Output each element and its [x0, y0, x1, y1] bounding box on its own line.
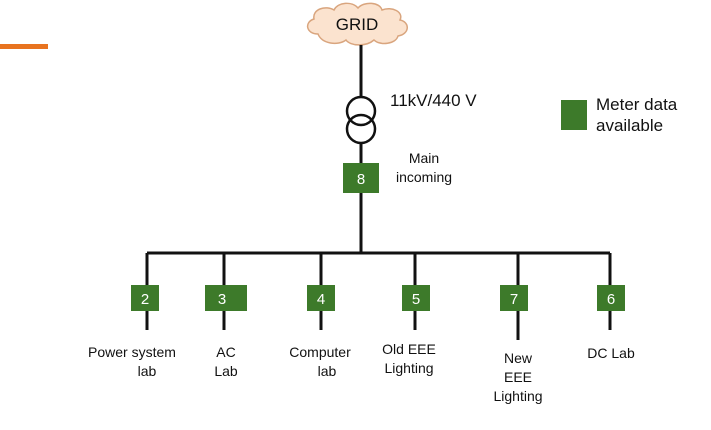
branch-label-line1: New — [504, 350, 533, 366]
branch-meter-box — [205, 285, 247, 311]
branch-2: 2 Power system lab — [88, 253, 176, 379]
main-meter-label-line2: incoming — [396, 169, 452, 185]
branch-label-line2: Lighting — [384, 360, 433, 376]
branch-4: 4 Computer lab — [289, 253, 351, 379]
transformer-icon — [345, 95, 377, 145]
grid-label: GRID — [336, 15, 379, 34]
branch-label-line1: Computer — [289, 344, 351, 360]
main-meter-box — [343, 163, 379, 193]
transformer-label: 11kV/440 V — [390, 91, 477, 110]
branch-label-line1: AC — [216, 344, 235, 360]
branch-meter-box — [131, 285, 159, 311]
cloud-shape — [306, 2, 408, 46]
branch-6: 6 DC Lab — [587, 253, 635, 361]
transformer-secondary-coil — [345, 113, 377, 145]
branch-label-line2: Lab — [214, 363, 238, 379]
branch-label-line2: lab — [138, 363, 157, 379]
branch-meter-id: 3 — [218, 291, 226, 308]
branch-3: 3 AC Lab — [205, 253, 247, 379]
branch-7: 7 New EEE Lighting — [493, 253, 543, 404]
branch-meter-id: 6 — [607, 291, 615, 308]
branch-label-line1: Old EEE — [382, 341, 436, 357]
branch-meter-id: 4 — [317, 291, 325, 308]
branch-label-line3: Lighting — [493, 388, 542, 404]
branch-meter-id: 5 — [412, 291, 420, 308]
branch-label-line2: EEE — [504, 369, 532, 385]
main-meter-id: 8 — [357, 171, 365, 188]
main-meter-label-line1: Main — [409, 150, 439, 166]
accent-bar — [0, 44, 48, 49]
branch-5: 5 Old EEE Lighting — [382, 253, 436, 376]
transformer-primary-coil — [345, 95, 377, 127]
legend-text-line2: available — [596, 116, 663, 135]
branch-meter-box — [500, 285, 528, 311]
legend: Meter data available — [561, 95, 678, 135]
branch-meter-id: 7 — [510, 291, 518, 308]
legend-text-line1: Meter data — [596, 95, 678, 114]
grid-cloud: GRID — [306, 2, 408, 46]
branch-label-line1: Power system — [88, 344, 176, 360]
branch-meter-box — [402, 285, 430, 311]
branch-label-line2: lab — [318, 363, 337, 379]
branch-meter-id: 2 — [141, 291, 149, 308]
branch-meter-box — [597, 285, 625, 311]
branch-meter-box — [307, 285, 335, 311]
legend-meter-swatch — [561, 100, 587, 130]
branch-label-line1: DC Lab — [587, 345, 635, 361]
